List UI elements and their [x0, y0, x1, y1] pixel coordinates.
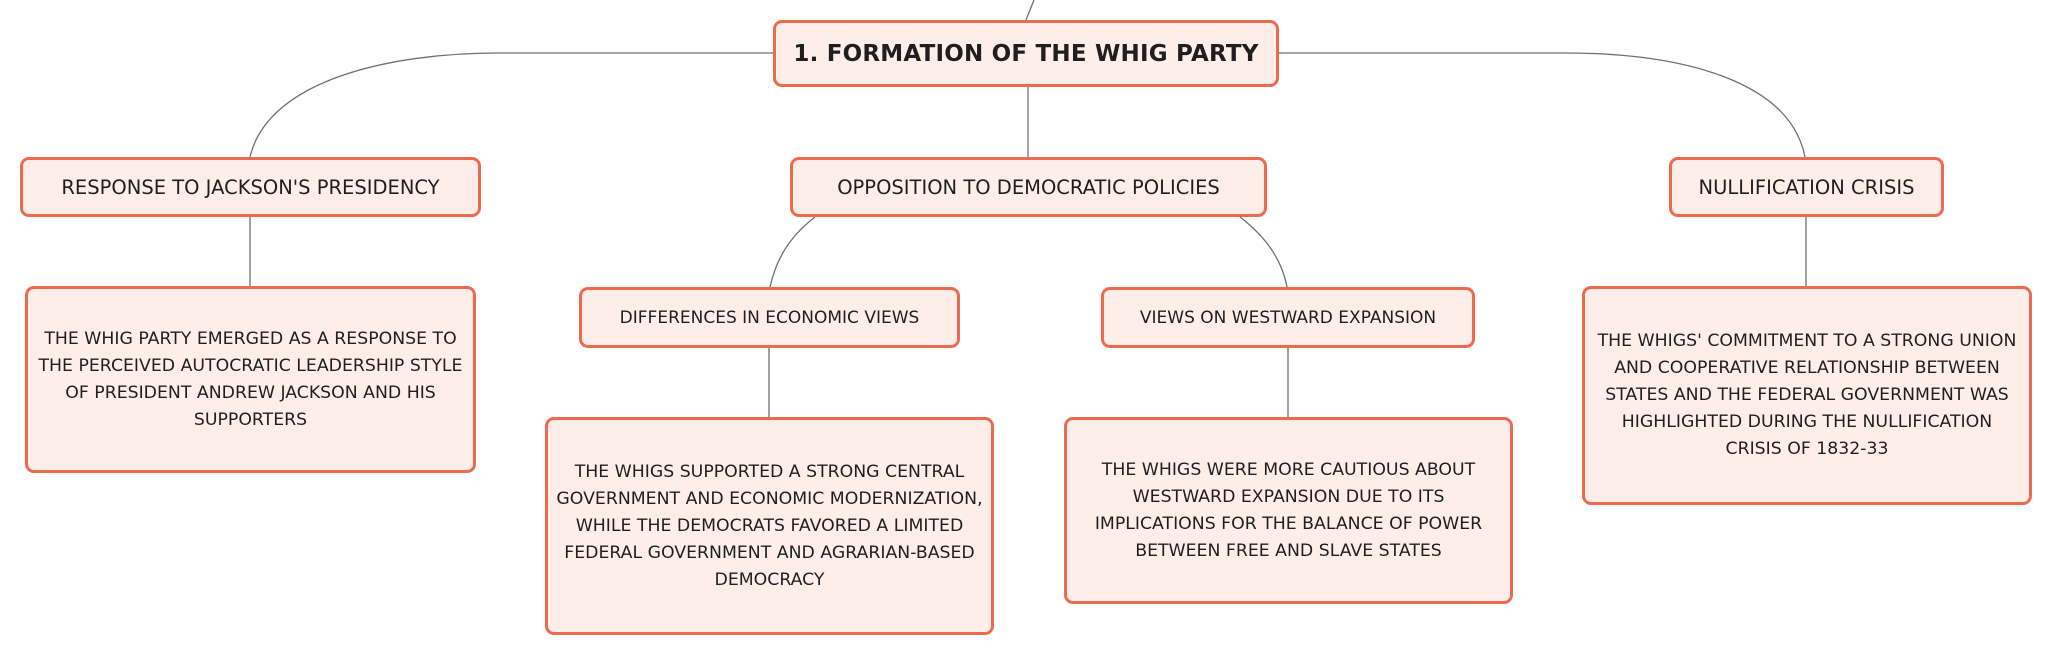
connector-parent-to-root [1025, 0, 1035, 21]
topic-label: OPPOSITION TO DEMOCRATIC POLICIES [837, 175, 1220, 199]
detail-response-to-jackson[interactable]: THE WHIG PARTY EMERGED AS A RESPONSE TO … [25, 286, 476, 473]
subtopic-label: DIFFERENCES IN ECONOMIC VIEWS [619, 307, 920, 328]
topic-label: RESPONSE TO JACKSON'S PRESIDENCY [61, 175, 440, 199]
topic-response-to-jackson[interactable]: RESPONSE TO JACKSON'S PRESIDENCY [20, 157, 481, 217]
detail-economic-views[interactable]: THE WHIGS SUPPORTED A STRONG CENTRAL GOV… [545, 417, 994, 635]
detail-nullification-crisis[interactable]: THE WHIGS' COMMITMENT TO A STRONG UNION … [1582, 286, 2032, 505]
subtopic-westward-expansion[interactable]: VIEWS ON WESTWARD EXPANSION [1101, 287, 1475, 348]
connector-opposition-to-economic [769, 216, 816, 288]
detail-text: THE WHIGS SUPPORTED A STRONG CENTRAL GOV… [556, 461, 983, 590]
topic-opposition-to-democratic-policies[interactable]: OPPOSITION TO DEMOCRATIC POLICIES [790, 157, 1267, 217]
detail-text: THE WHIG PARTY EMERGED AS A RESPONSE TO … [38, 328, 463, 430]
connector-root-to-response [249, 52, 773, 158]
detail-westward-expansion[interactable]: THE WHIGS WERE MORE CAUTIOUS ABOUT WESTW… [1064, 417, 1513, 604]
connector-opposition-to-westward [1239, 216, 1288, 288]
subtopic-economic-views[interactable]: DIFFERENCES IN ECONOMIC VIEWS [579, 287, 960, 348]
subtopic-label: VIEWS ON WESTWARD EXPANSION [1139, 307, 1437, 328]
topic-nullification-crisis[interactable]: NULLIFICATION CRISIS [1669, 157, 1944, 217]
root-topic[interactable]: 1. FORMATION OF THE WHIG PARTY [773, 20, 1279, 87]
connector-root-to-nullification [1279, 52, 1806, 158]
topic-label: NULLIFICATION CRISIS [1698, 175, 1915, 199]
root-topic-label: 1. FORMATION OF THE WHIG PARTY [793, 40, 1259, 67]
detail-text: THE WHIGS WERE MORE CAUTIOUS ABOUT WESTW… [1094, 459, 1483, 561]
detail-text: THE WHIGS' COMMITMENT TO A STRONG UNION … [1597, 331, 2017, 459]
